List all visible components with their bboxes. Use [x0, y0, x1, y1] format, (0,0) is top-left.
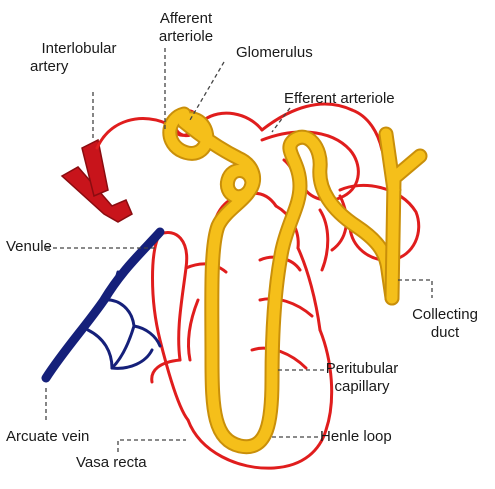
label-arcuate-vein: Arcuate vein	[6, 428, 89, 446]
leader-glomerulus	[190, 62, 224, 120]
label-venule: Venule	[6, 238, 52, 256]
label-efferent-arteriole: Efferent arteriole	[284, 90, 395, 108]
leader-vasa-recta	[118, 440, 186, 452]
label-afferent-arteriole-line2: arteriole	[146, 28, 226, 46]
label-interlobular-artery-line1: Interlobular	[24, 40, 134, 58]
label-vasa-recta: Vasa recta	[76, 454, 147, 472]
label-glomerulus: Glomerulus	[236, 44, 313, 62]
label-afferent-arteriole: Afferent arteriole	[146, 10, 226, 46]
capillary-network	[97, 104, 419, 468]
label-peritubular-capillary-line1: Peritubular	[318, 360, 406, 378]
renal-tubule	[170, 114, 420, 447]
label-interlobular-artery: Interlobular artery	[24, 40, 134, 76]
label-collecting-duct-line1: Collecting	[400, 306, 490, 324]
label-afferent-arteriole-line1: Afferent	[146, 10, 226, 28]
label-peritubular-capillary-line2: capillary	[318, 378, 406, 396]
venous-network	[46, 232, 160, 378]
label-peritubular-capillary: Peritubular capillary	[318, 360, 406, 396]
label-collecting-duct: Collecting duct	[400, 306, 490, 342]
label-henle-loop: Henle loop	[320, 428, 392, 446]
interlobular-artery	[62, 140, 132, 222]
label-collecting-duct-line2: duct	[400, 324, 490, 342]
leader-collecting-duct	[398, 280, 432, 298]
label-interlobular-artery-line2: artery	[24, 58, 134, 76]
